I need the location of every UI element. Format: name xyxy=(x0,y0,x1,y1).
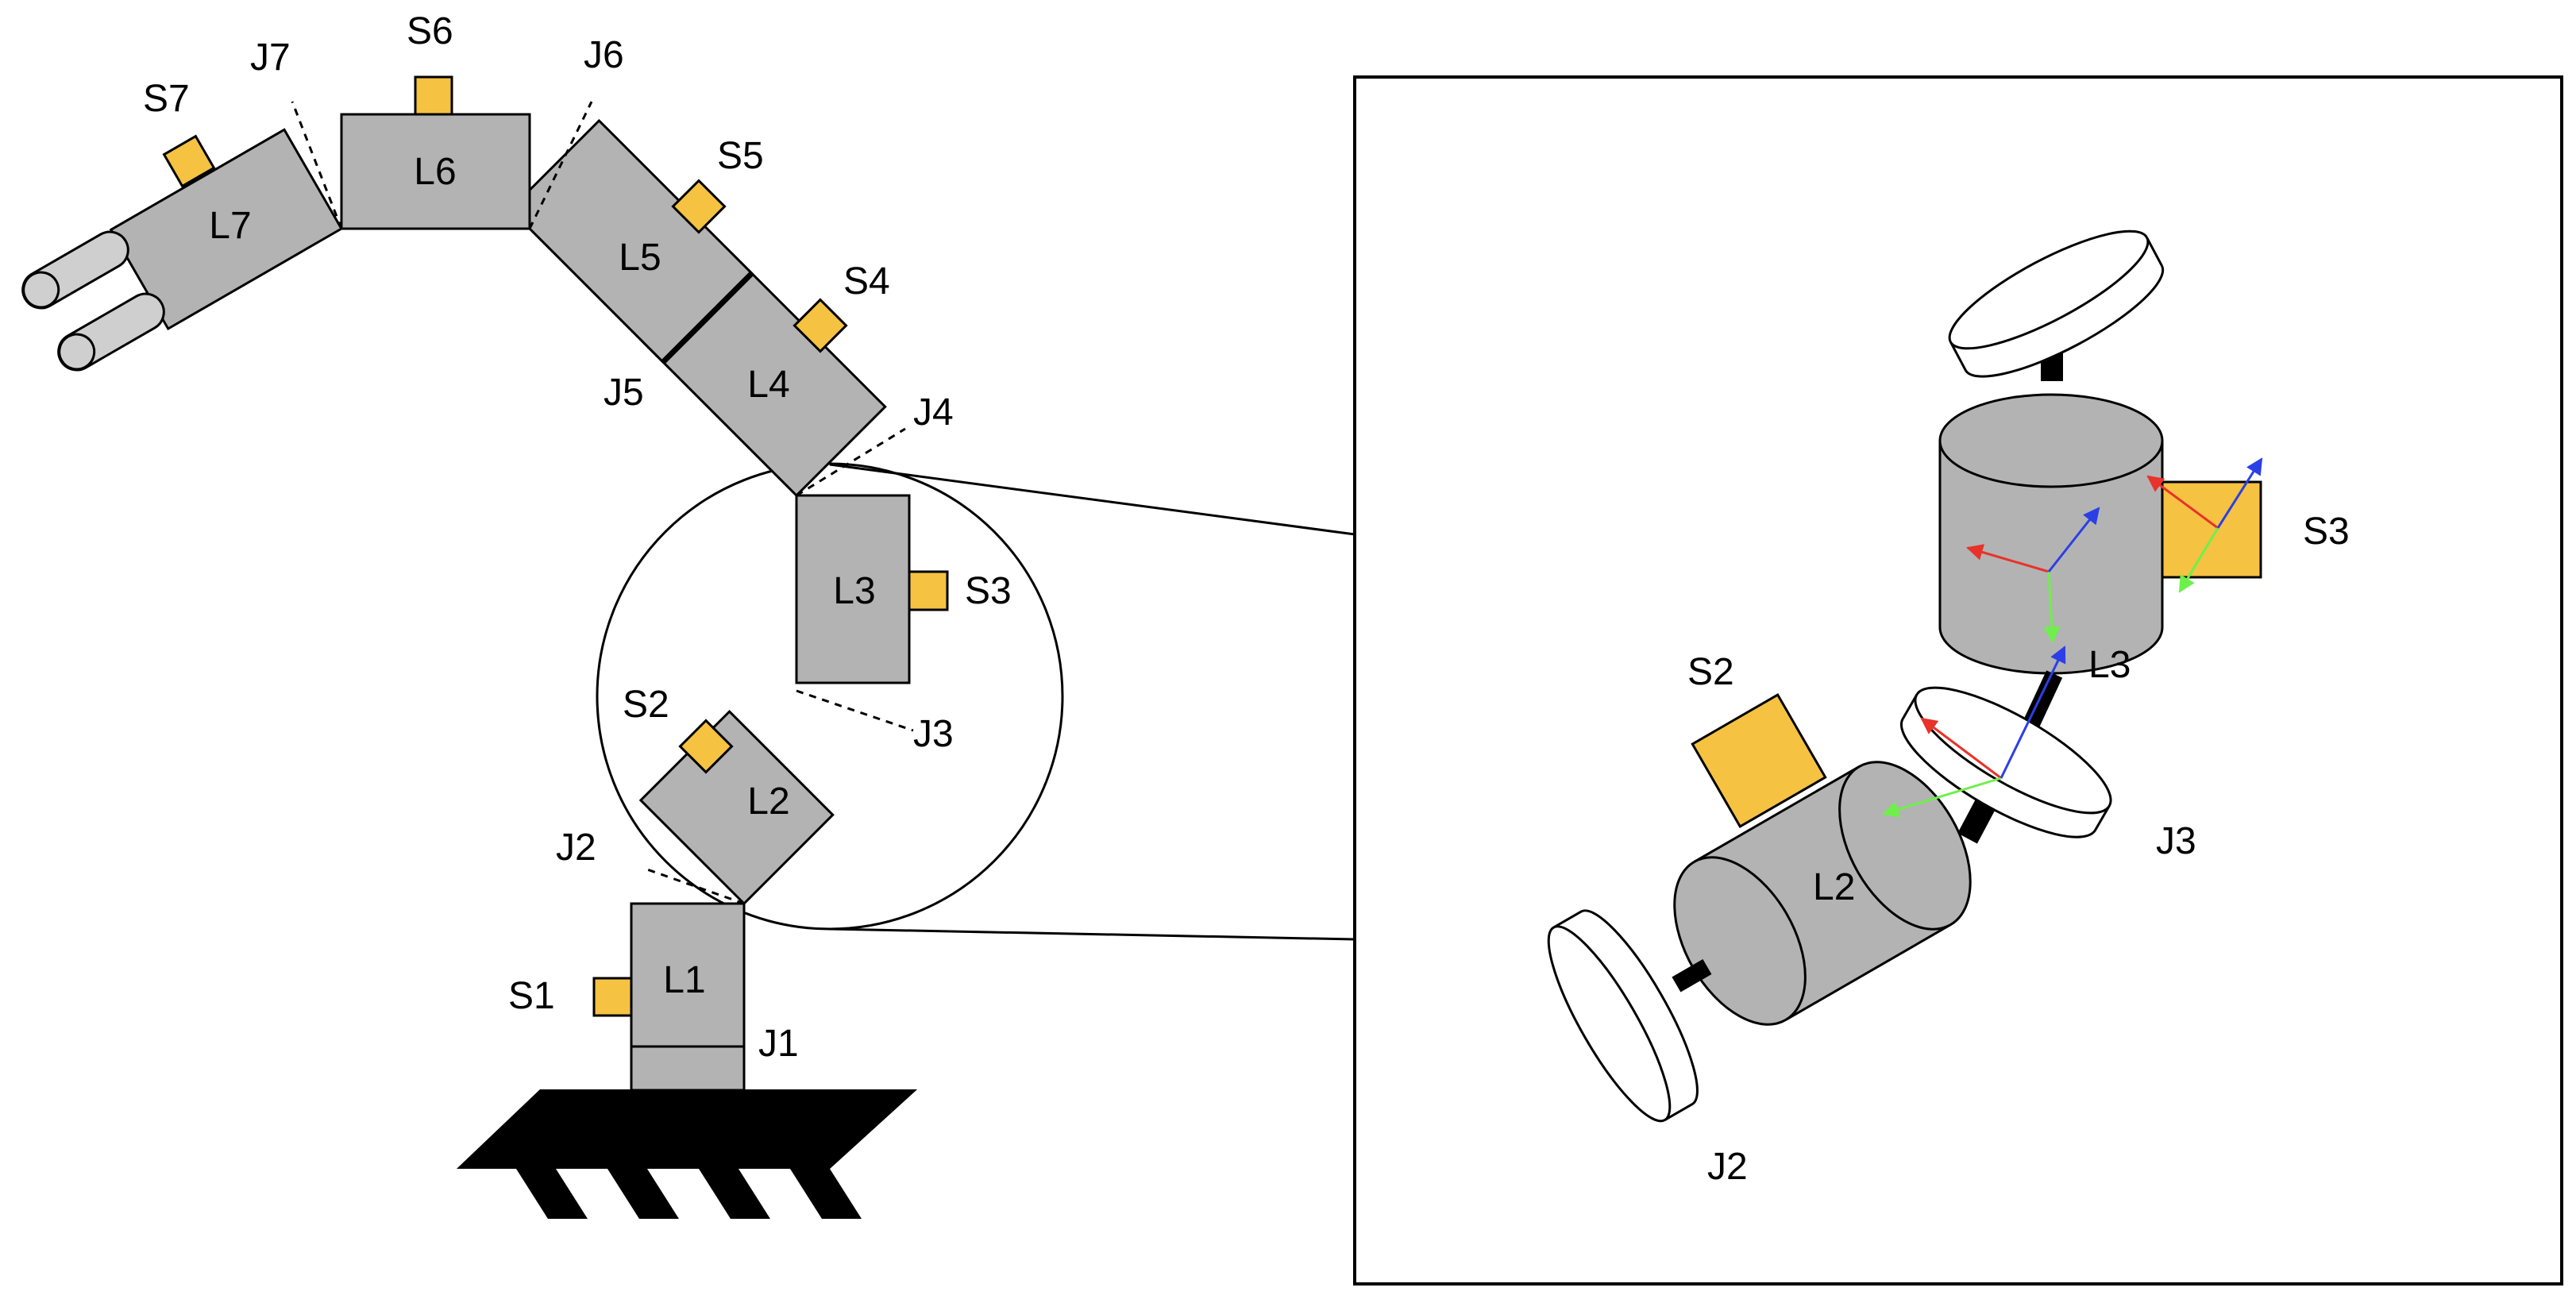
ground-base xyxy=(457,1089,917,1219)
joint-j5-seam xyxy=(661,272,754,364)
label-s2: S2 xyxy=(623,684,669,726)
frame-j3 xyxy=(1881,646,2066,818)
detail-link-l2 xyxy=(1673,761,1972,1026)
link-l6 xyxy=(340,113,531,230)
detail-frame xyxy=(1353,75,2563,1286)
joint-j6-leader xyxy=(528,101,593,229)
label-j3: J3 xyxy=(913,713,954,755)
detail-sensor-s2 xyxy=(1691,692,1827,829)
sensor-s4 xyxy=(792,298,848,353)
sensor-s7 xyxy=(162,134,216,188)
label-l2: L2 xyxy=(747,781,789,823)
sensor-s3 xyxy=(908,570,949,611)
label-j2: J2 xyxy=(556,827,596,869)
label-l5: L5 xyxy=(619,237,661,279)
label-l4: L4 xyxy=(747,364,789,406)
detail-sensor-s3 xyxy=(2161,480,2262,579)
zoom-connector-top xyxy=(829,463,1355,536)
link-l7 xyxy=(109,128,344,331)
joint-top-disc xyxy=(1948,229,2165,381)
zoom-connector-bottom xyxy=(829,927,1355,941)
frame-l3-center xyxy=(1965,507,2100,644)
joint-j2-leader xyxy=(646,868,745,905)
detail-label-l2: L2 xyxy=(1813,866,1855,908)
label-l7: L7 xyxy=(209,205,251,247)
joint-j7-leader xyxy=(291,101,343,229)
link-l2 xyxy=(638,710,835,906)
detail-label-l3: L3 xyxy=(2088,644,2131,686)
label-s4: S4 xyxy=(843,260,890,303)
detail-label-j2: J2 xyxy=(1707,1146,1748,1188)
shaft-j2-l2 xyxy=(1672,958,1712,993)
label-l1: L1 xyxy=(663,959,705,1001)
detail-panel: L3 L2 S3 S2 J3 J2 xyxy=(1353,75,2563,1286)
label-s3: S3 xyxy=(965,570,1012,612)
label-s1: S1 xyxy=(508,975,555,1017)
detail-joint-j2 xyxy=(1547,909,1699,1123)
label-s6: S6 xyxy=(407,10,453,52)
label-j4: J4 xyxy=(913,391,954,434)
label-l3: L3 xyxy=(833,570,875,612)
detail-joint-j3 xyxy=(1900,686,2112,838)
sensor-s5 xyxy=(671,179,727,234)
frame-s3 xyxy=(2146,457,2263,593)
label-j1: J1 xyxy=(758,1023,799,1065)
sensor-s6 xyxy=(414,75,453,116)
label-s5: S5 xyxy=(717,135,764,177)
label-s7: S7 xyxy=(143,78,190,120)
link-l1 xyxy=(630,902,746,1092)
link-l3 xyxy=(795,494,911,684)
sensor-s1 xyxy=(592,977,633,1017)
joint-j3-leader xyxy=(796,689,914,732)
detail-label-j3: J3 xyxy=(2156,820,2196,862)
gripper xyxy=(21,230,165,372)
label-j7: J7 xyxy=(250,37,291,79)
detail-label-s2: S2 xyxy=(1687,651,1734,693)
detail-label-s3: S3 xyxy=(2303,511,2350,553)
label-l6: L6 xyxy=(414,151,456,193)
label-j6: J6 xyxy=(584,34,624,76)
label-j5: J5 xyxy=(604,372,644,414)
detail-link-l3 xyxy=(1938,393,2164,675)
robot-arm: L1 L2 L3 L4 L5 L6 L7 J1 J2 J3 J4 J5 J6 J… xyxy=(21,10,1355,1219)
sensor-s2 xyxy=(678,719,734,774)
